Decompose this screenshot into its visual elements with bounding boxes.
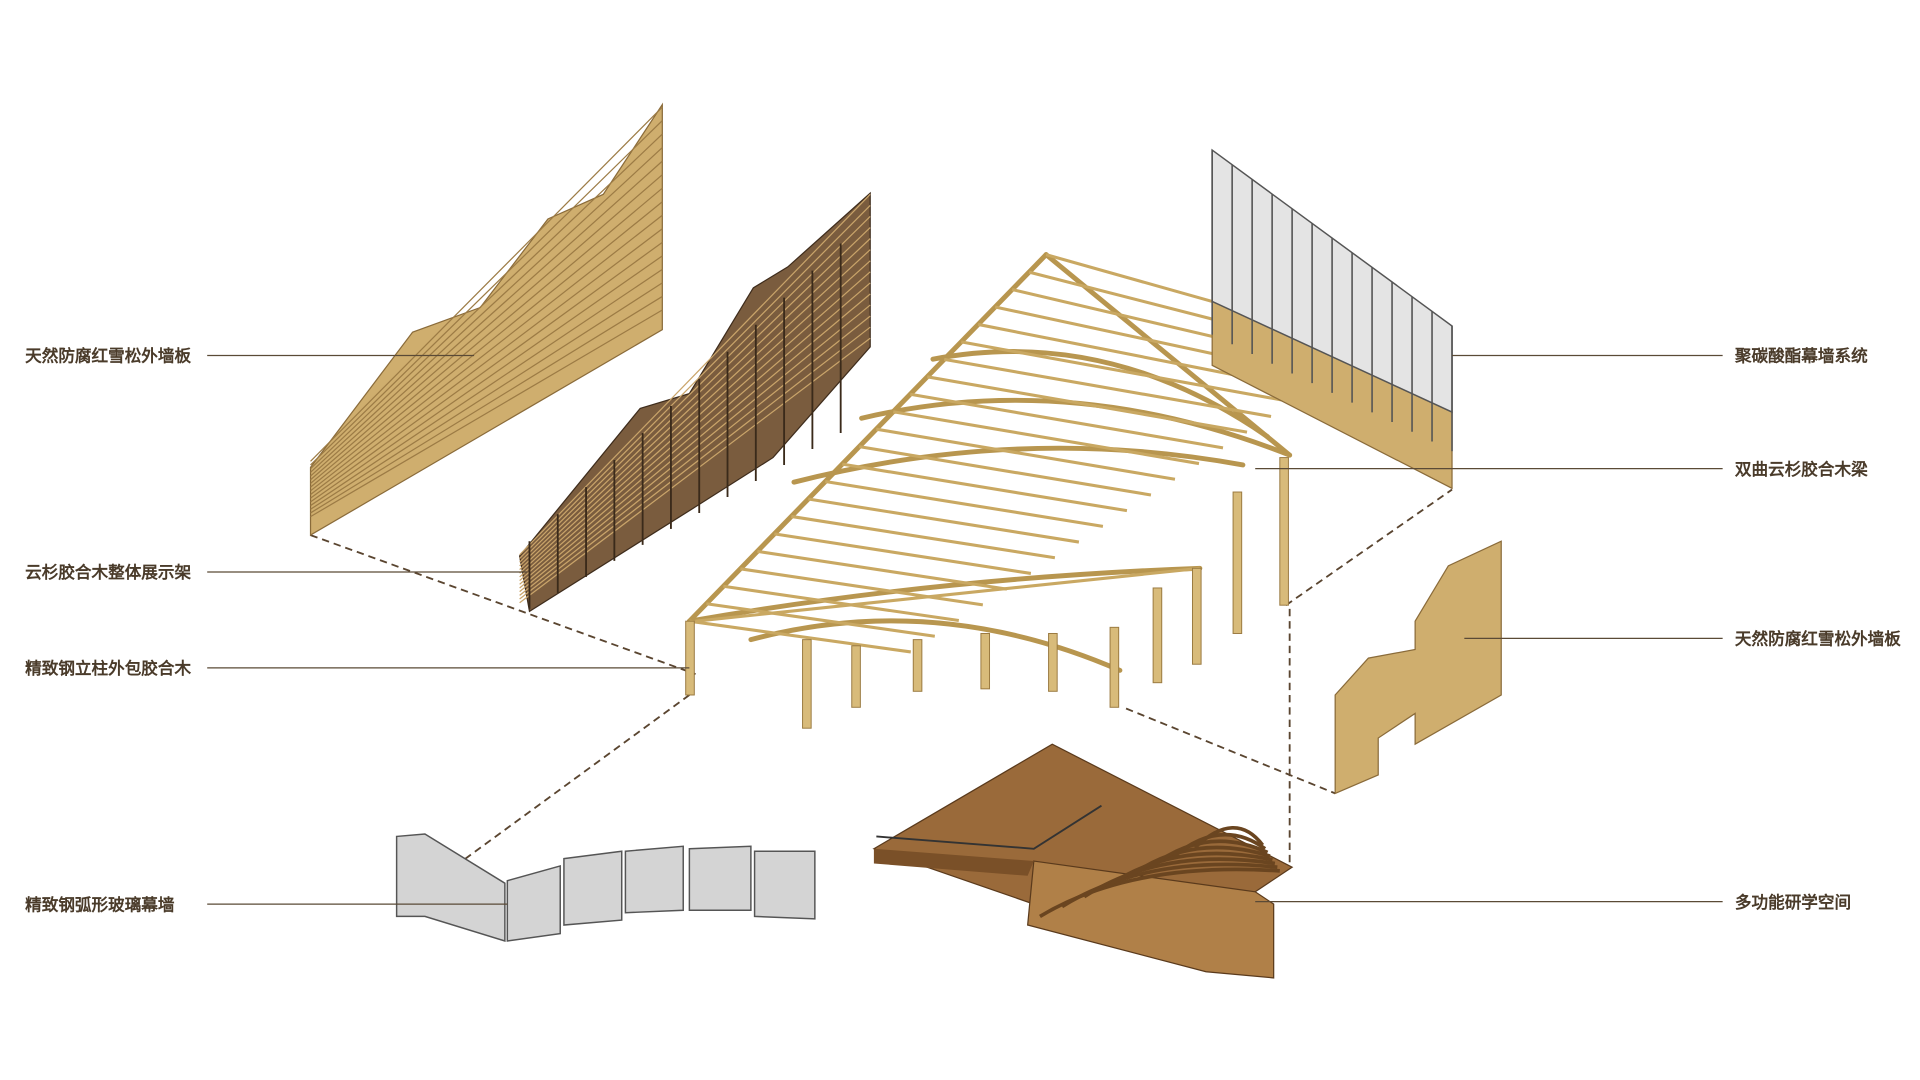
multifunction-study-space bbox=[872, 743, 1294, 979]
step bbox=[1083, 857, 1276, 899]
rafter bbox=[808, 497, 1080, 544]
rafter bbox=[842, 462, 1128, 513]
rafter bbox=[740, 567, 984, 607]
slat bbox=[310, 255, 663, 503]
projection-lines bbox=[310, 488, 1453, 868]
label-cedar-wall-left: 天然防腐红雪松外墙板 bbox=[25, 346, 191, 366]
slat bbox=[310, 147, 663, 473]
slat bbox=[310, 201, 663, 488]
polycarbonate-curtain-wall bbox=[1211, 148, 1453, 490]
spruce-display-rack bbox=[518, 191, 871, 613]
column bbox=[1152, 587, 1163, 684]
column bbox=[980, 632, 991, 690]
glass-panel bbox=[753, 850, 816, 920]
slat bbox=[310, 214, 663, 492]
label-glulam-beams: 双曲云杉胶合木梁 bbox=[1735, 459, 1868, 479]
column bbox=[851, 645, 861, 708]
rafter bbox=[960, 340, 1287, 403]
column bbox=[802, 639, 812, 729]
label-study-space: 多功能研学空间 bbox=[1735, 892, 1851, 912]
label-display-rack: 云杉胶合木整体展示架 bbox=[25, 562, 191, 582]
column bbox=[912, 639, 923, 692]
steel-arc-glass-curtain-wall bbox=[395, 833, 816, 943]
step bbox=[1171, 832, 1267, 859]
rack-slat bbox=[519, 193, 871, 556]
rafter bbox=[757, 549, 1008, 591]
rafter bbox=[791, 514, 1056, 560]
column bbox=[1191, 567, 1202, 665]
step bbox=[1105, 851, 1273, 889]
rafter bbox=[926, 375, 1248, 434]
slat bbox=[310, 268, 663, 507]
rafter bbox=[892, 410, 1200, 466]
slat bbox=[310, 160, 663, 477]
slat bbox=[310, 120, 663, 466]
label-cedar-wall-right: 天然防腐红雪松外墙板 bbox=[1735, 629, 1901, 649]
slat bbox=[310, 133, 663, 470]
slat bbox=[310, 309, 663, 518]
step bbox=[1061, 862, 1278, 909]
step bbox=[1127, 845, 1271, 879]
slat bbox=[310, 282, 663, 510]
glass-panel bbox=[688, 845, 752, 911]
step bbox=[1193, 825, 1265, 849]
rafter bbox=[723, 584, 960, 623]
slat bbox=[310, 187, 663, 484]
column bbox=[1109, 626, 1120, 708]
column bbox=[1279, 457, 1289, 606]
slat bbox=[310, 228, 663, 495]
label-glass-curtain-wall: 精致钢弧形玻璃幕墙 bbox=[25, 894, 175, 914]
rafter bbox=[825, 480, 1104, 528]
rafter bbox=[689, 619, 912, 654]
rafter bbox=[943, 357, 1272, 418]
glass-panel bbox=[624, 845, 684, 914]
slat bbox=[310, 106, 663, 462]
cedar-wall-panel-right bbox=[1334, 540, 1502, 795]
glass-panel bbox=[563, 850, 623, 926]
rafter bbox=[875, 427, 1176, 481]
cedar-wall-panel-left bbox=[309, 102, 663, 537]
slat bbox=[310, 174, 663, 481]
rack-slat bbox=[519, 204, 871, 559]
step bbox=[1149, 839, 1269, 869]
rafter bbox=[706, 602, 936, 638]
slat bbox=[310, 241, 663, 499]
rafter bbox=[909, 392, 1224, 450]
label-steel-columns: 精致钢立柱外包胶合木 bbox=[25, 658, 191, 678]
leader-lines bbox=[207, 354, 1723, 905]
column bbox=[1232, 491, 1243, 634]
rafter bbox=[859, 445, 1152, 497]
rafter bbox=[774, 532, 1032, 575]
column bbox=[685, 620, 695, 696]
slat bbox=[310, 295, 663, 514]
column bbox=[1048, 632, 1058, 692]
glass-panel bbox=[506, 864, 561, 942]
label-polycarbonate-wall: 聚碳酸酯幕墙系统 bbox=[1734, 346, 1868, 366]
